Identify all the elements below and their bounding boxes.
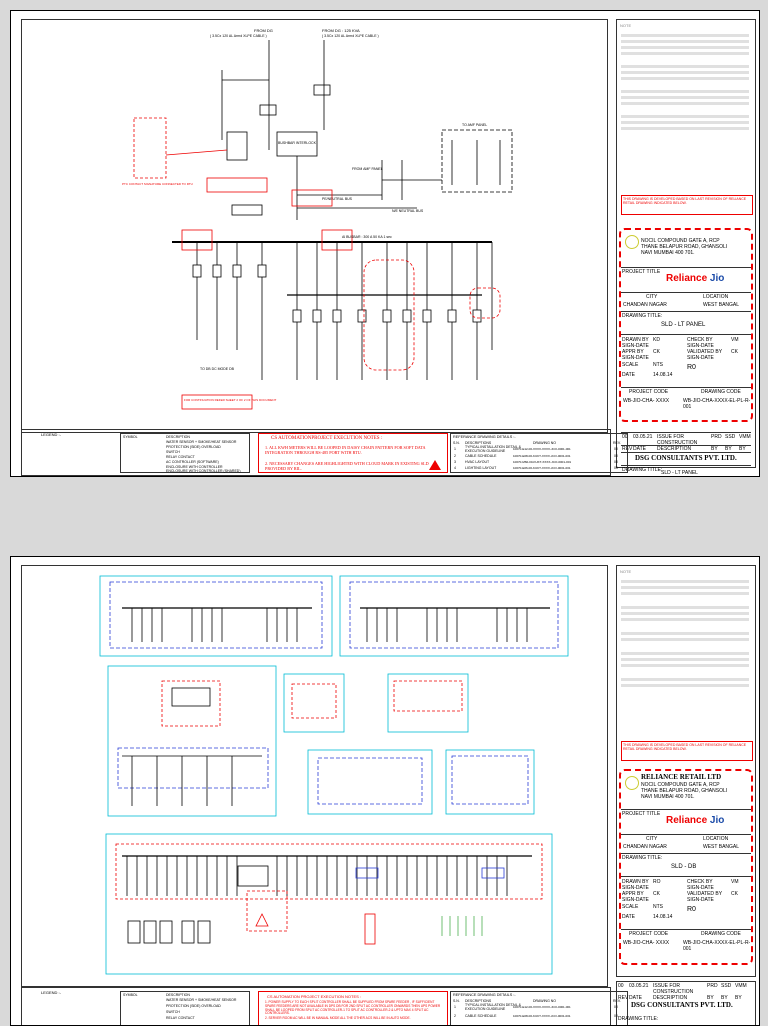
drawing-code: WB-JIO-CHA-XXXX-EL-PL-R-001 (683, 398, 751, 410)
revision-note-box-2: THIS DRAWING IS DEVELOPED BASED ON LAST … (621, 741, 753, 761)
bottom-info-strip-2: LEGEND :- SYMBOL DESCRIPTION WATER SENSO… (21, 987, 628, 1025)
revision-note-2: THIS DRAWING IS DEVELOPED BASED ON LAST … (623, 743, 747, 751)
title-block-cloud-2 (619, 769, 753, 965)
revision-table: 00 03.05.21 ISSUE FOR CONSTRUCTION PRD S… (621, 432, 751, 446)
project-title-row: PROJECT TITLE Reliance Jio (621, 267, 751, 292)
notes-header-2: NOTE (620, 569, 632, 574)
project-code-row-2: PROJECT CODE DRAWING CODE WB-JIO-CHA- XX… (621, 929, 751, 952)
continuation-note: FOR CONTINUATION REFER SHEET 2 OF 2 OF T… (184, 398, 277, 402)
title-block-column: NOTE THIS DRAWING IS DEVELOPED BASED ON … (616, 19, 756, 476)
incomer-1-sub: ( 3.5Cx 120 AL Armd XLPE CABLE ) (210, 34, 267, 38)
sld-db-drawing-area (21, 565, 608, 987)
consultant-name-row: DSG CONSULTANTS PVT. LTD. (621, 452, 751, 465)
drawing-title-2: SLD - DB (671, 864, 697, 870)
cs-automation-notes-2: CS AUTOMATION PROJECT EXECUTION NOTES : … (258, 991, 448, 1025)
sld-lt-panel-diagram: FROM DG FROM DG : 125 KVA ( 3.5Cx 120 AL… (122, 28, 513, 410)
project-code: WB-JIO-CHA- XXXX (623, 398, 670, 404)
title-block-column-2: NOTE THIS DRAWING IS DEVELOPED BASED ON … (616, 565, 756, 977)
to-amf-label: TO AMF PANEL (462, 123, 487, 127)
bus-interlock-label: BUSHBAR INTERLOCK (278, 141, 317, 145)
company-seal-icon (625, 235, 639, 249)
warning-icon (429, 460, 441, 470)
sld-db-diagram (99, 575, 569, 975)
bottom-info-strip: LEGEND :- SYMBOL DESCRIPTION WATER SENSO… (21, 429, 628, 476)
signoff-grid-2: DRAWN BY SIGN-DATE RO CHECK BY SIGN-DATE… (621, 876, 751, 929)
title-block-cloud (619, 228, 753, 422)
main-busbar-label: Al BUSBAR : 300 A 50 KA 1 sec (342, 235, 392, 239)
project-title-row-2: PROJECT TITLE Reliance Jio (621, 809, 751, 834)
drawing-sheet-2: NOTE THIS DRAWING IS DEVELOPED BASED ON … (10, 556, 760, 1026)
pe-bus-label: PE/NEUTRAL BUS (322, 197, 353, 201)
drawing-sheet-1: FROM DG FROM DG : 125 KVA ( 3.5Cx 120 AL… (10, 10, 760, 477)
project-code-row: PROJECT CODE DRAWING CODE WB-JIO-CHA- XX… (621, 387, 751, 410)
drawing-title-row-2: DRAWING TITLE: SLD - DB (621, 853, 751, 876)
to-db-label: TO DB DC MODE DB (200, 367, 235, 371)
legend-table: LEGEND :- SYMBOL DESCRIPTION WATER SENSO… (41, 432, 250, 473)
cs-notes-title: CS AUTOMATIONPROJECT EXECUTION NOTES : (271, 436, 383, 441)
city-value: CHANDAN NAGAR (623, 302, 667, 308)
reliance-jio-logo-2: Reliance Jio (666, 815, 725, 826)
sld-drawing-area: FROM DG FROM DG : 125 KVA ( 3.5Cx 120 AL… (21, 19, 608, 433)
consultant-name-2: DSG CONSULTANTS PVT. LTD. (631, 1001, 733, 1009)
location-value: WEST BANGAL (703, 302, 740, 308)
revision-note-box: THIS DRAWING IS DEVELOPED BASED ON LAST … (621, 195, 753, 215)
from-amf-label: FROM AMF PANEL (352, 167, 383, 171)
consultant-block-2: 00 03.05.21 ISSUE FOR CONSTRUCTION PRD S… (616, 981, 756, 1025)
company-address-2: NOCIL COMPOUND GATE A, RCP THANE BELAPUR… (641, 782, 728, 800)
reference-drawings-table-2: REFERANCE DRAWING DETAILS :- S.N. DESCRI… (450, 991, 628, 1025)
n-bus-label: N/E NEUTRAL BUS (392, 209, 424, 213)
incomer-1-label: FROM DG (254, 28, 273, 33)
reference-drawings-table: REFERANCE DRAWING DETAILS :- S.N. DESCRI… (450, 433, 628, 473)
city-location-row: CITY LOCATION CHANDAN NAGAR WEST BANGAL (621, 292, 751, 311)
consultant-title-row: DRAWING TITLE: SLD - LT PANEL (621, 465, 751, 476)
drawing-title-row: DRAWING TITLE: SLD - LT PANEL (621, 311, 751, 334)
cs-automation-notes: CS AUTOMATIONPROJECT EXECUTION NOTES : 1… (258, 433, 448, 473)
revision-label: R0 (687, 364, 696, 371)
company-name: RELIANCE RETAIL LTD (641, 773, 722, 781)
reliance-jio-logo: Reliance Jio (666, 273, 725, 284)
company-address: NOCIL COMPOUND GATE A, RCP THANE BELAPUR… (641, 238, 728, 256)
notes-header: NOTE (620, 23, 632, 28)
city-location-row-2: CITY LOCATION CHANDAN NAGAR WEST BANGAL (621, 834, 751, 853)
revision-note: THIS DRAWING IS DEVELOPED BASED ON LAST … (623, 197, 747, 205)
incomer-2-label: FROM DG : 125 KVA (322, 28, 360, 33)
company-seal-icon-2 (625, 776, 639, 790)
drawing-title: SLD - LT PANEL (661, 322, 706, 328)
signoff-grid: DRAWN BY SIGN-DATE KD CHECK BY SIGN-DATE… (621, 334, 751, 387)
consultant-name: DSG CONSULTANTS PVT. LTD. (635, 454, 737, 462)
legend-table-2: LEGEND :- SYMBOL DESCRIPTION WATER SENSO… (41, 990, 250, 1025)
incomer-2-sub: ( 3.5Cx 120 AL Armd XLPE CABLE ) (322, 34, 379, 38)
rtu-note: PTC CONTACT SIGNATURE CONNECTED TO RTU (122, 182, 193, 186)
